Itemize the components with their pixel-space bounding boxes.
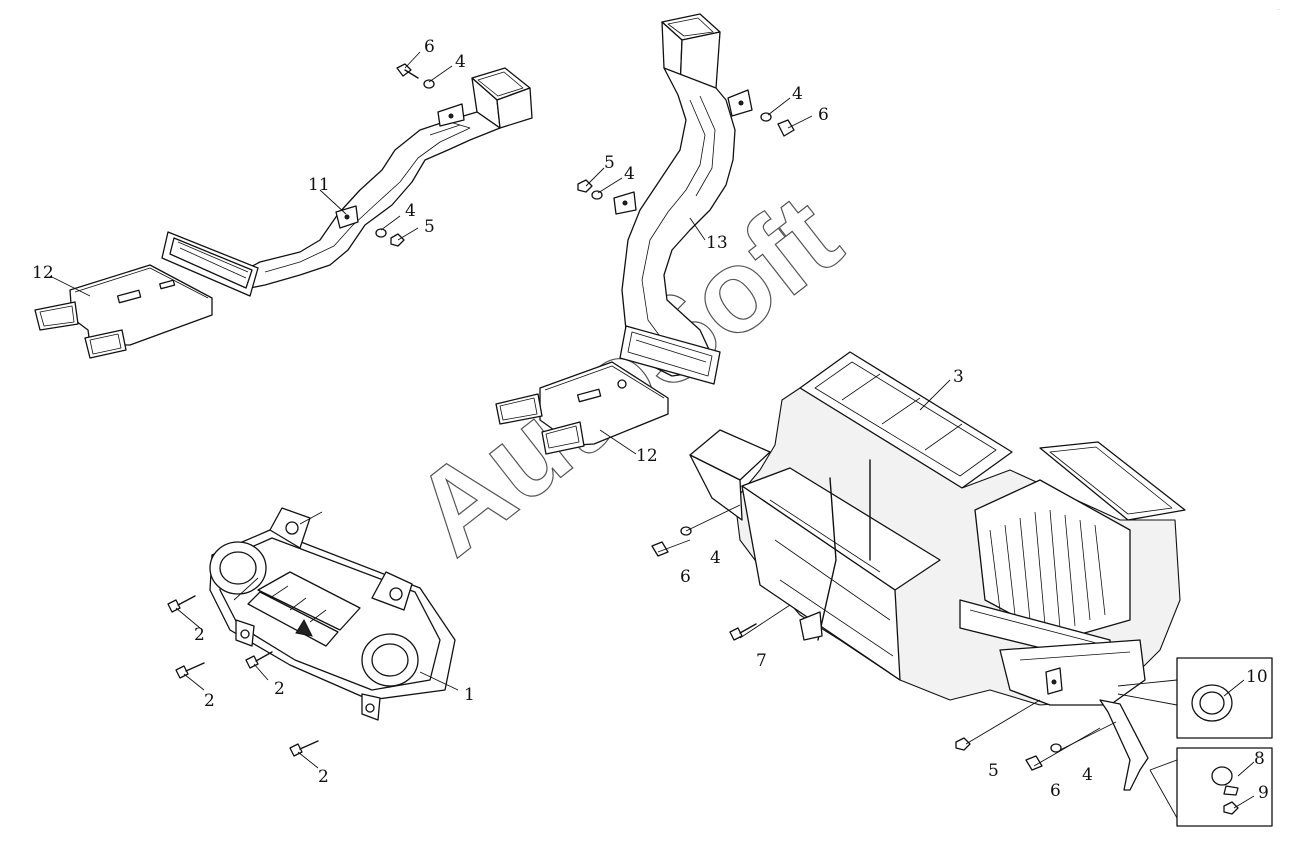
callout-13-center-duct: 13	[706, 233, 728, 253]
callout-8-clamp: 8	[1254, 749, 1265, 769]
climate-control-panel	[209, 507, 456, 721]
callout-2-screw-c: 2	[274, 679, 285, 699]
callout-1-control-panel: 1	[464, 685, 475, 705]
callout-12-left-floor-duct: 12	[32, 263, 54, 283]
hvac-unit	[689, 351, 1186, 791]
left-floor-duct	[34, 264, 213, 359]
callout-2-screw-d: 2	[318, 767, 329, 787]
grommet-inset	[1117, 657, 1273, 739]
callout-10-grommet: 10	[1246, 667, 1268, 687]
callout-6-bottom-bolt: 6	[1050, 781, 1061, 801]
callout-6-center-bolt: 6	[818, 105, 829, 125]
callout-5-left-duct-nut: 5	[424, 217, 435, 237]
corner-mark: ·	[1278, 7, 1280, 14]
callout-3-hvac-unit: 3	[953, 367, 964, 387]
callout-4-left-duct-washer: 4	[405, 201, 416, 221]
callout-7-hvac-screw: 7	[756, 651, 767, 671]
left-air-duct	[161, 67, 533, 297]
callout-2-screw-a: 2	[194, 625, 205, 645]
callout-5-center-nut: 5	[604, 153, 615, 173]
callout-12-right-floor-duct: 12	[636, 446, 658, 466]
callout-6-left-bolt: 6	[424, 37, 435, 57]
center-air-duct	[613, 13, 753, 385]
callout-labels: 6 4 11 4 5 12 4 6 5 4 13 3 12 4 6 7 2 2 …	[32, 37, 1269, 803]
clamp-inset	[1149, 747, 1273, 827]
callout-5-bottom-nut: 5	[988, 761, 999, 781]
callout-6-hvac-bolt: 6	[680, 567, 691, 587]
callout-4-center-washer: 4	[792, 84, 803, 104]
right-floor-duct	[495, 361, 669, 455]
callout-11-left-duct: 11	[308, 175, 330, 195]
callout-4-bottom-washer: 4	[1082, 765, 1093, 785]
callout-4-hvac-washer: 4	[710, 548, 721, 568]
callout-9-clamp-nut: 9	[1258, 783, 1269, 803]
callout-4-center-lower-washer: 4	[624, 164, 635, 184]
callout-4-left-washer: 4	[455, 52, 466, 72]
leader-lines	[49, 51, 1255, 809]
callout-2-screw-b: 2	[204, 691, 215, 711]
